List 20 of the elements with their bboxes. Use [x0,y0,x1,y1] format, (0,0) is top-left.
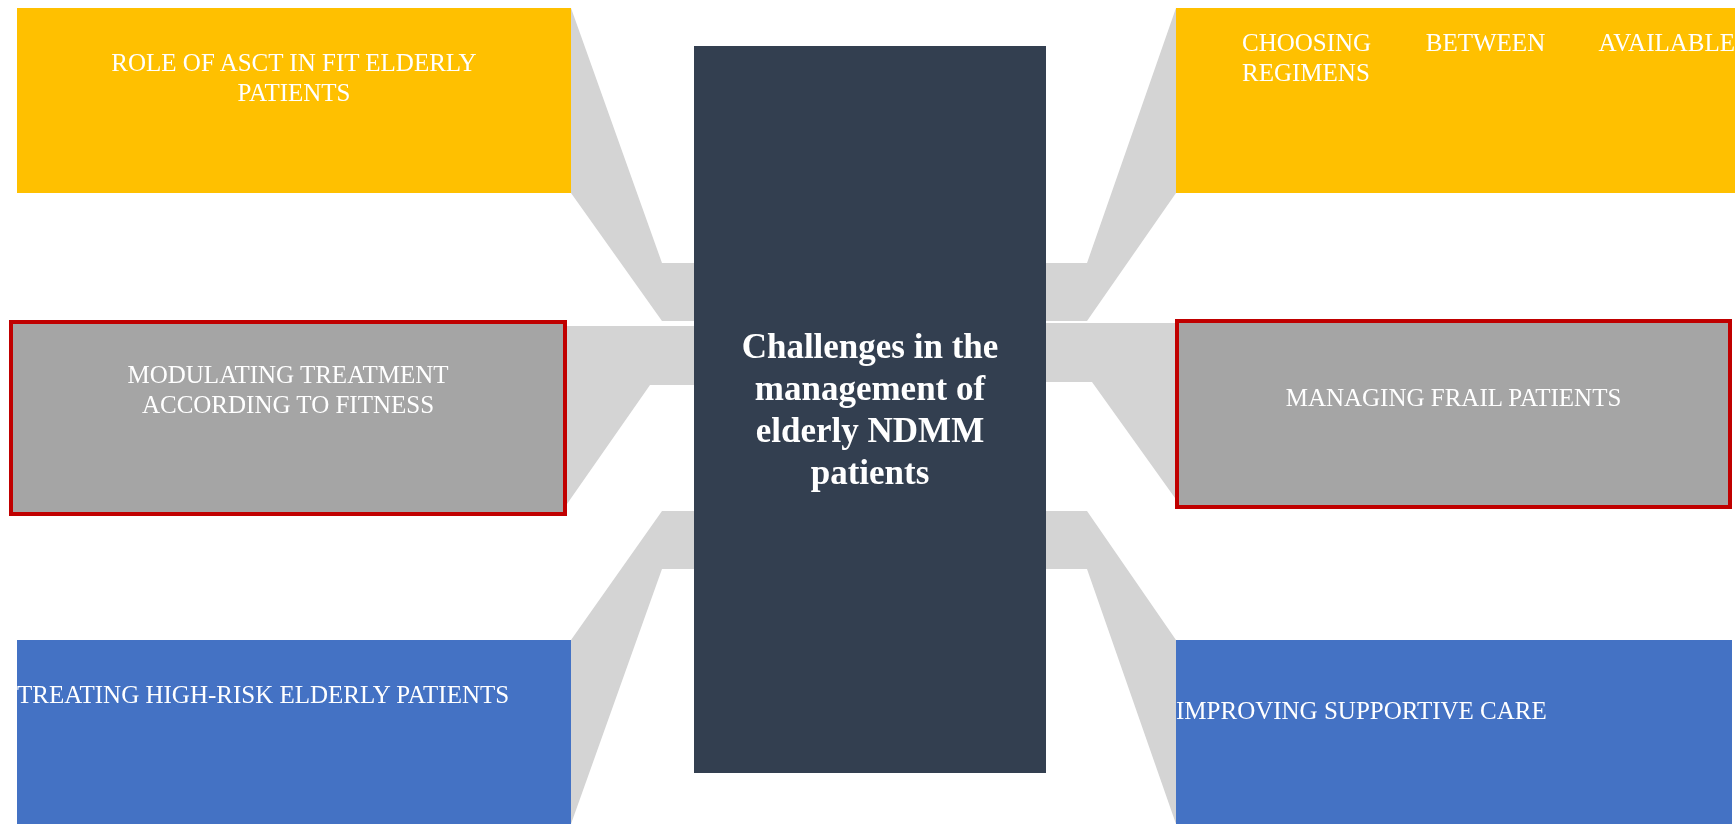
topic-label: MODULATING TREATMENT ACCORDING TO FITNESS [126,360,450,420]
funnel-connector [571,8,694,321]
topic-label: TREATING HIGH-RISK ELDERLY PATIENTS [17,680,510,710]
funnel-connector [1046,8,1176,321]
topic-box [17,8,571,193]
topic-box [1175,319,1732,509]
funnel-connector [567,326,694,504]
central-title: Challenges in the management of elderly NDMM patients [740,325,1000,494]
topic-label: MANAGING FRAIL PATIENTS [1285,383,1622,413]
topic-box [1176,8,1735,193]
funnel-connector [1046,511,1176,824]
topic-label: IMPROVING SUPPORTIVE CARE [1176,696,1547,726]
funnel-connector [571,511,694,824]
topic-label: CHOOSING BETWEEN AVAILABLE REGIMENS [1242,28,1735,88]
topic-box [1176,640,1732,824]
topic-label: ROLE OF ASCT IN FIT ELDERLY PATIENTS [110,48,478,108]
topic-box [17,640,571,824]
topic-box [9,320,567,516]
funnel-connector [1046,323,1175,498]
central-box [694,46,1046,773]
